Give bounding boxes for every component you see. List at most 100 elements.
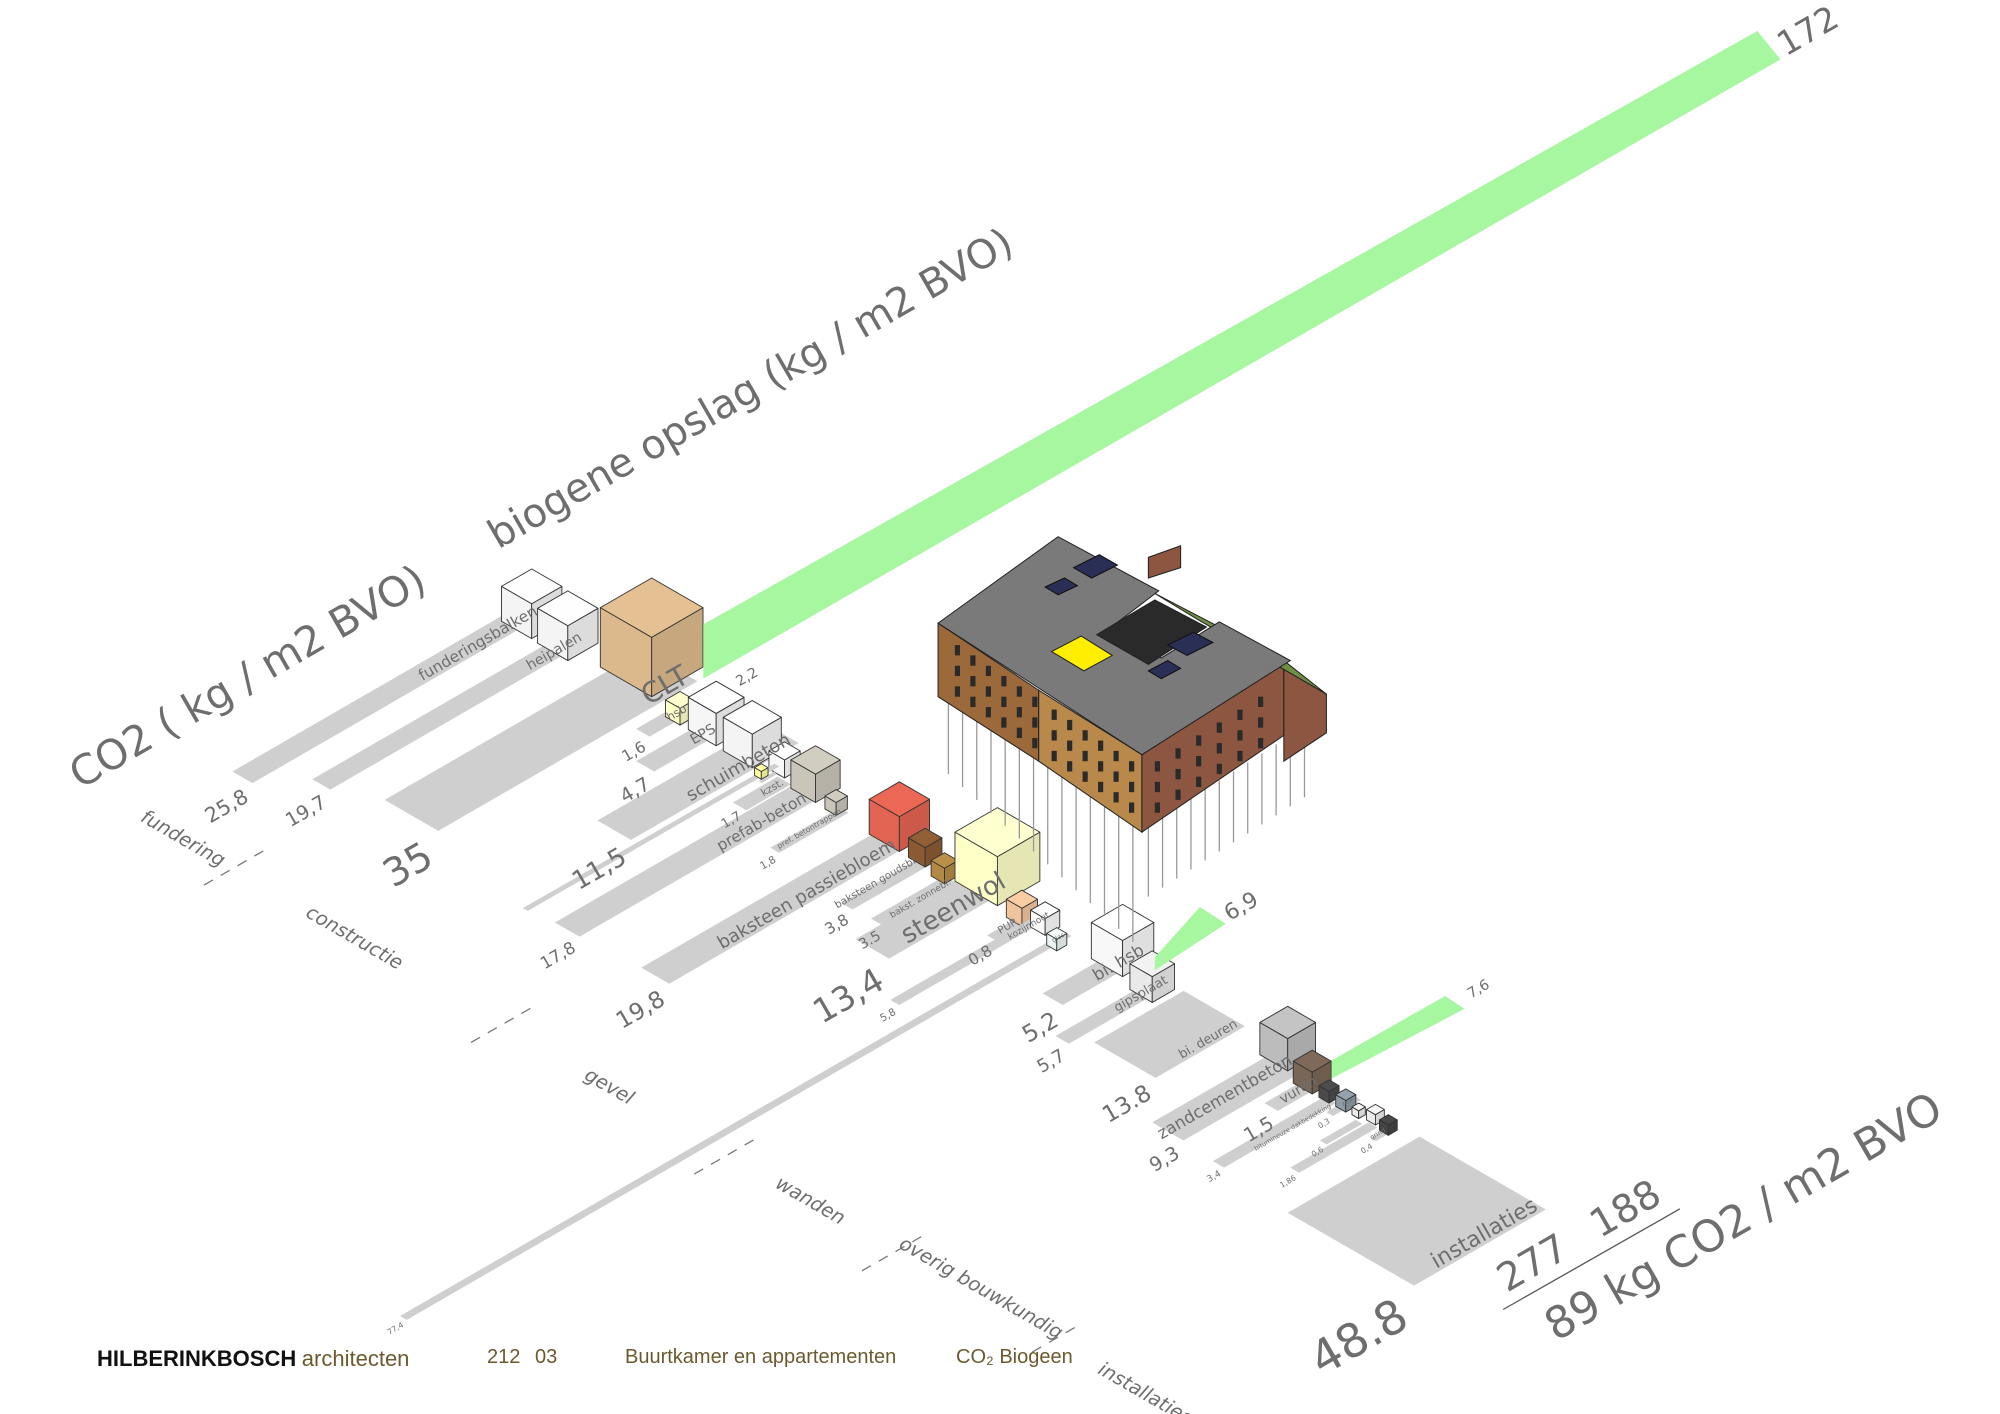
co2-value: 9,3	[1145, 1141, 1183, 1176]
window	[1051, 709, 1057, 720]
window	[1175, 768, 1181, 780]
co2-bar	[384, 650, 698, 831]
category-separator	[693, 1138, 756, 1175]
window	[1082, 771, 1088, 782]
co2-value: 19,8	[611, 985, 669, 1034]
window	[1237, 709, 1243, 720]
chimney-element	[1147, 544, 1182, 579]
window	[985, 686, 991, 697]
cube-face-top	[1351, 1102, 1366, 1112]
cube-face-top	[1030, 901, 1061, 920]
co2-bar	[732, 776, 791, 811]
co2-bar	[1212, 1096, 1336, 1168]
solar-panel	[1072, 554, 1119, 579]
window	[1175, 748, 1181, 759]
total-biogenic: 188	[1582, 1171, 1668, 1247]
project-name: Buurtkamer en appartementen	[625, 1346, 897, 1368]
co2-value: 35	[376, 833, 441, 897]
material-cube	[824, 789, 848, 816]
bar-item-glas	[400, 927, 1072, 1320]
co2-value: 48.8	[1300, 1288, 1417, 1386]
material-cube	[1129, 950, 1176, 1003]
window	[1175, 789, 1181, 800]
window	[1016, 686, 1022, 697]
window	[1237, 750, 1243, 762]
bar-item-prefab-beton	[554, 745, 841, 937]
material-cube	[599, 577, 704, 698]
bar-item-heipalen	[312, 590, 599, 790]
sheet-number: 03	[535, 1346, 558, 1368]
material-cube	[537, 590, 599, 662]
window	[1216, 722, 1222, 733]
cube-face-top	[1366, 1103, 1385, 1116]
building-isometric	[937, 536, 1327, 942]
biogenic-bar	[703, 30, 1781, 679]
co2-bar	[1287, 1136, 1546, 1286]
category-separator	[203, 849, 265, 886]
window	[1067, 719, 1073, 731]
co2-bar	[232, 602, 546, 784]
cube-face-top	[954, 807, 1041, 858]
roof-stair-yellow	[1050, 635, 1114, 672]
biogenic-bar-clt	[703, 30, 1781, 679]
cube-face-top	[501, 568, 563, 605]
co2-bar	[987, 918, 1026, 941]
category-label-overig-bouwkundig: overig bouwkundig	[895, 1232, 1067, 1344]
biogenic-bar-bi-hsb	[1154, 906, 1226, 971]
window	[985, 665, 991, 677]
window	[1067, 740, 1073, 751]
material-cube	[1335, 1088, 1357, 1113]
bar-item-pur	[987, 889, 1038, 941]
window	[1001, 717, 1007, 728]
biogenic-value: 6,9	[1220, 887, 1263, 926]
material-cube	[1351, 1102, 1366, 1120]
window	[1051, 750, 1057, 762]
material-cube	[1090, 903, 1155, 978]
bar-item-overig-a	[1319, 1102, 1366, 1145]
material-cube	[1046, 927, 1068, 952]
bar-item-steenwol	[855, 807, 1041, 959]
material-cube	[868, 781, 931, 852]
window	[954, 665, 961, 677]
bar-labels-overig-b: 1,86	[1278, 1173, 1297, 1189]
co2-value: 5,8	[878, 1006, 898, 1025]
window	[970, 696, 976, 707]
window	[1001, 696, 1007, 707]
bar-item-schuimbeton	[597, 700, 799, 840]
category-label-wanden: wanden	[772, 1171, 850, 1229]
cube-face-top	[1335, 1088, 1357, 1101]
window	[1032, 696, 1038, 707]
co2-bar	[841, 859, 929, 910]
cube-face-top	[768, 741, 801, 761]
window	[1196, 756, 1202, 767]
sheet-title: CO₂ Biogeen	[956, 1346, 1073, 1368]
window	[1216, 743, 1222, 754]
co2-value: 13.8	[1098, 1079, 1156, 1128]
totals-divider	[1502, 1208, 1681, 1311]
material-cube	[1378, 1114, 1398, 1136]
co2-bar	[890, 909, 1056, 1006]
building-piles	[947, 703, 1306, 942]
co2-bar	[870, 876, 959, 927]
window	[1098, 761, 1104, 772]
window	[1032, 737, 1038, 749]
window	[1067, 761, 1073, 772]
biogenic-value: 7,6	[1465, 977, 1493, 1002]
material-cube	[1366, 1103, 1385, 1126]
bar-item-grind	[1370, 1114, 1398, 1142]
co2-bar	[1319, 1119, 1363, 1145]
solar-panel	[1044, 577, 1079, 596]
category-label-constructie: constructie	[302, 900, 407, 974]
co2-bar	[1152, 1052, 1305, 1141]
footer-brand: HILBERINKBOSCH architecten	[97, 1346, 409, 1372]
material-cube	[754, 763, 769, 780]
material-cube	[1005, 889, 1038, 927]
co2-bar	[400, 932, 1072, 1320]
window	[1258, 737, 1264, 749]
biogenic-value: 2,2	[733, 665, 761, 690]
cube-face-top	[1046, 927, 1068, 940]
bar-item-bi-deuren	[1094, 990, 1245, 1078]
window	[1154, 802, 1160, 813]
material-cube	[790, 745, 841, 803]
bar-item-installaties	[1287, 1136, 1546, 1286]
